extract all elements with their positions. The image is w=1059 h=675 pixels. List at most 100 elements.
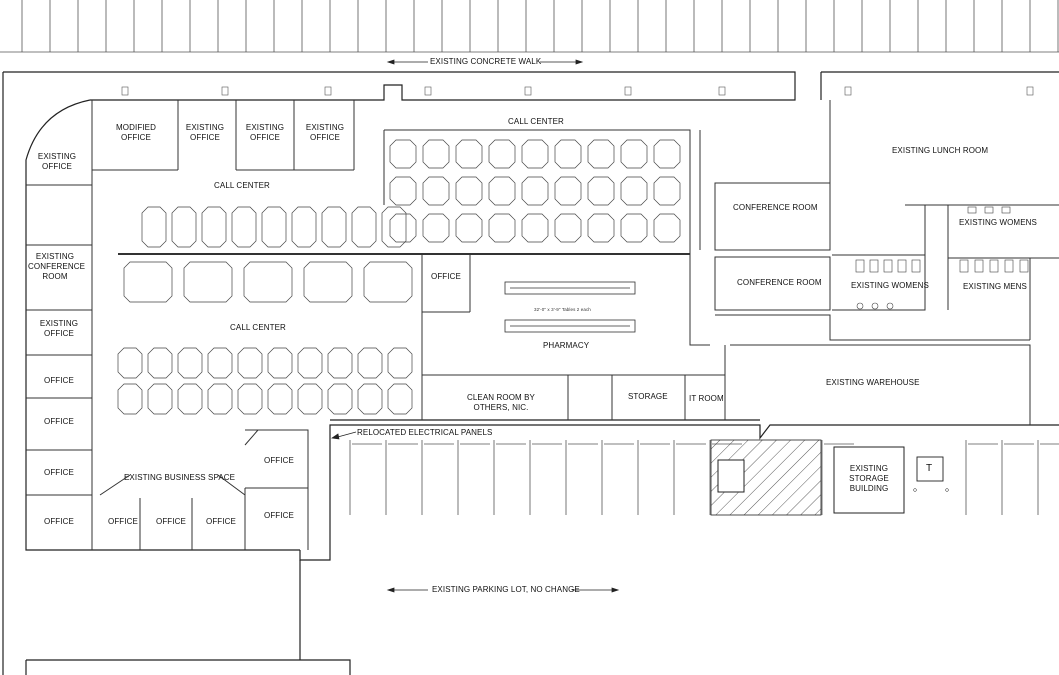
workstation [207,383,233,415]
toilet-stall [883,259,893,273]
workstation [554,139,582,169]
sink [886,302,894,310]
workstation [587,139,615,169]
office-left-4-label: OFFICE [44,517,74,526]
top-parking-stripes [0,0,1059,53]
storage-label: STORAGE [628,392,668,401]
fixture [121,86,129,96]
sink [1001,206,1011,214]
transformer-box [916,456,944,482]
workstation [207,347,233,379]
toilet-stall [911,259,921,273]
fixture [624,86,632,96]
workstation [455,176,483,206]
workstation [267,347,293,379]
workstation [620,139,648,169]
workstation [117,347,143,379]
workstation [123,261,173,303]
workstation [297,347,323,379]
call-center-top-label: CALL CENTER [508,117,564,126]
workstation [554,213,582,243]
workstation [422,213,450,243]
lunch-room-label: EXISTING LUNCH ROOM [892,146,989,155]
workstation [389,213,417,243]
workstation [389,176,417,206]
building-shell [2,71,1059,675]
call-center-workstations [117,139,681,415]
workstation [231,206,257,248]
pharmacy-office-label: OFFICE [431,272,461,281]
concrete-walk-label: EXISTING CONCRETE WALK [430,57,542,66]
existing-office-2-label: EXISTING OFFICE [245,123,285,142]
toilet-stall [989,259,999,273]
sink [871,302,879,310]
workstation [455,139,483,169]
warehouse-label: EXISTING WAREHOUSE [826,378,920,387]
fixture [1026,86,1034,96]
fixture [324,86,332,96]
office-bottom-3-label: OFFICE [206,517,236,526]
office-bottom-1-label: OFFICE [108,517,138,526]
workstation [147,383,173,415]
workstation [521,176,549,206]
business-space-label: EXISTING BUSINESS SPACE [124,473,236,482]
office-bottom-2-label: OFFICE [156,517,186,526]
modified-office-label: MODIFIED OFFICE [116,123,156,142]
workstation [297,383,323,415]
womens-restroom-2-label: EXISTING WOMENS [959,218,1037,227]
sink [967,206,977,214]
workstation [381,206,407,248]
workstation [422,139,450,169]
storage-building-label: EXISTING STORAGE BUILDING [849,464,889,493]
office-left-3-label: OFFICE [44,468,74,477]
workstation [321,206,347,248]
workstation [488,213,516,243]
workstation [171,206,197,248]
office-right-1-label: OFFICE [264,456,294,465]
workstation [521,139,549,169]
call-center-low-label: CALL CENTER [230,323,286,332]
workstation [357,383,383,415]
fixture [221,86,229,96]
workstation [201,206,227,248]
transformer-label: T [926,463,933,474]
existing-conference-label: EXISTING CONFERENCE ROOM [28,252,86,281]
workstation [587,213,615,243]
workstation [261,206,287,248]
workstation [177,347,203,379]
parking-lot-label: EXISTING PARKING LOT, NO CHANGE [432,585,580,594]
toilet-stall [974,259,984,273]
workstation [587,176,615,206]
workstation [327,383,353,415]
workstation [243,261,293,303]
office-left-2-label: OFFICE [44,417,74,426]
electrical-panels-label: RELOCATED ELECTRICAL PANELS [357,428,493,437]
workstation [554,176,582,206]
tables-note-label: 32'-0" x 3'-9" Tables 2 each [534,307,591,312]
fixture [844,86,852,96]
workstation [177,383,203,415]
existing-office-1-label: EXISTING OFFICE [185,123,225,142]
fixture [424,86,432,96]
toilet-stall [1019,259,1029,273]
hatched-equipment [717,459,745,493]
pharmacy-label: PHARMACY [543,341,590,350]
sink [984,206,994,214]
workstation [422,176,450,206]
workstation [147,347,173,379]
toilet-stall [897,259,907,273]
workstation [327,347,353,379]
workstation [267,383,293,415]
electrical-leader [331,431,357,440]
womens-restroom-1-label: EXISTING WOMENS [851,281,929,290]
conference-room-1-label: CONFERENCE ROOM [733,203,818,212]
bottom-parking-stripes [349,440,1059,515]
storage-building [833,446,905,514]
ceiling-fixtures [121,86,1034,96]
restroom-fixtures [855,206,1029,310]
workstation [363,261,413,303]
workstation [488,139,516,169]
pharmacy-tables [504,281,636,333]
workstation [620,213,648,243]
